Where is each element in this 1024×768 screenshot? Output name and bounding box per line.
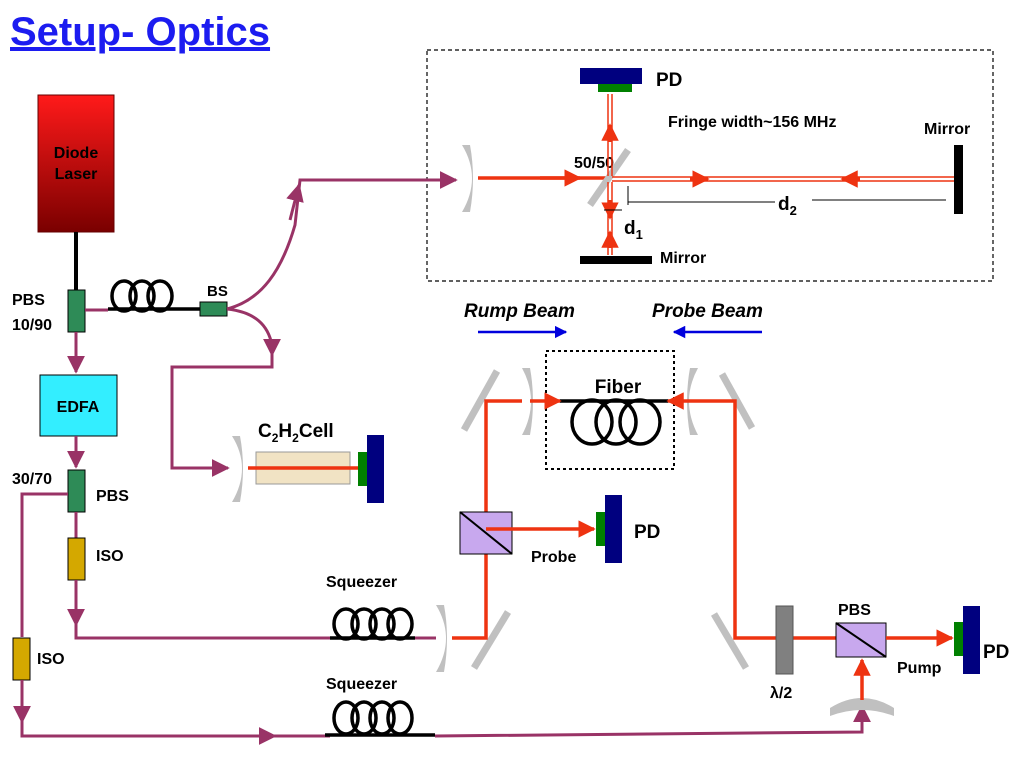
fiber-squeezer2-to-pump xyxy=(434,700,864,738)
pbs-top-ratio: 10/90 xyxy=(12,317,52,334)
fiber-arrow-up xyxy=(286,183,304,221)
pd-pump-label: PD xyxy=(983,642,1009,663)
iso-1 xyxy=(67,537,86,581)
pd-probe-label: PD xyxy=(634,522,660,543)
fiber-label: Fiber xyxy=(595,377,642,398)
half-wave-label: λ/2 xyxy=(770,685,792,702)
diode-laser-label-1: Diode xyxy=(54,145,99,162)
collimator-lens-fiber-right xyxy=(687,368,698,435)
pbs-30-70 xyxy=(67,469,86,513)
bs-component xyxy=(199,301,228,317)
squeezer-2-label: Squeezer xyxy=(326,676,397,693)
fiber-bs-to-interferometer xyxy=(226,178,455,311)
collimator-lens-pump xyxy=(830,698,894,716)
iso-2-label: ISO xyxy=(37,651,65,668)
collimator-lens-fiber-left xyxy=(522,368,533,435)
pd-pump-face xyxy=(954,622,964,656)
interferometer-dashed-box xyxy=(426,49,994,282)
fiber-bs-to-cell xyxy=(170,307,274,470)
diode-laser-label-2: Laser xyxy=(55,166,98,183)
half-wave-plate xyxy=(775,605,794,675)
edfa-label: EDFA xyxy=(57,399,100,416)
mirror-lower-right xyxy=(710,612,750,670)
splitter-5050-label: 50/50 xyxy=(574,155,614,172)
mirror-right xyxy=(954,145,963,214)
d2-label: d2 xyxy=(778,194,797,218)
pd-top-body xyxy=(580,68,642,84)
pd-probe-body xyxy=(605,495,622,563)
c2h2-cell-label: C2H2Cell xyxy=(258,421,334,445)
collimator-lens-cell xyxy=(232,436,243,502)
pbs-mid-label: PBS xyxy=(96,488,129,505)
mirror-upper-left xyxy=(460,369,501,432)
pbs-top-label: PBS xyxy=(12,292,45,309)
pbs-mid-ratio: 30/70 xyxy=(12,471,52,488)
edfa xyxy=(39,374,118,437)
pd-top-face xyxy=(598,84,632,92)
mirror-upper-right xyxy=(718,372,756,430)
pd-cell-face xyxy=(358,452,368,486)
fiber-coil-main xyxy=(560,398,668,446)
probe-beam-label: Probe Beam xyxy=(652,301,763,322)
pd-pump-body xyxy=(963,606,980,674)
bs-label: BS xyxy=(207,283,228,300)
fiber-coil-1 xyxy=(108,279,200,313)
pd-cell-body xyxy=(367,435,384,503)
probe-cube-diagonal xyxy=(459,511,513,555)
collimator-lens-squeezer1 xyxy=(436,605,447,672)
beam-splitter-5050 xyxy=(587,148,631,207)
diode-laser xyxy=(37,94,115,233)
pump-cube-diagonal xyxy=(835,622,887,658)
d1-label: d1 xyxy=(624,218,643,242)
fiber-iso1-to-squeezer1 xyxy=(74,580,330,640)
probe-label: Probe xyxy=(531,549,576,566)
fringe-width-label: Fringe width~156 MHz xyxy=(668,114,836,131)
probe-beam-path xyxy=(698,399,836,640)
fiber-iso2-to-squeezer2 xyxy=(20,680,330,738)
fiber-dashed-box xyxy=(545,350,675,470)
mirror-lower-left xyxy=(471,610,511,670)
squeezer-2-coil xyxy=(325,700,435,737)
fiber-pbs-to-iso2 xyxy=(20,492,68,637)
pd-probe-face xyxy=(596,512,606,546)
page-title: Setup- Optics xyxy=(10,10,270,54)
pump-label: Pump xyxy=(897,660,942,677)
collimator-lens-interferometer xyxy=(462,145,473,212)
rump-beam-label: Rump Beam xyxy=(464,301,575,322)
pbs-10-90 xyxy=(67,289,86,333)
mirror-bottom-label: Mirror xyxy=(660,250,706,267)
mirror-right-label: Mirror xyxy=(924,121,970,138)
iso-1-label: ISO xyxy=(96,548,124,565)
pd-top-label: PD xyxy=(656,70,682,91)
iso-2 xyxy=(12,637,31,681)
mirror-bottom xyxy=(580,256,652,264)
pump-pbs-label: PBS xyxy=(838,602,871,619)
squeezer-1-label: Squeezer xyxy=(326,574,397,591)
squeezer-1-coil xyxy=(330,607,415,641)
